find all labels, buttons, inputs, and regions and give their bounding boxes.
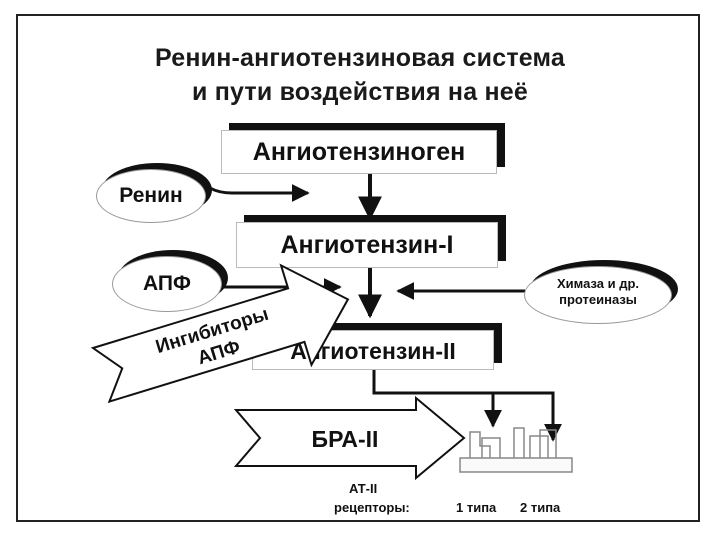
receptor-label-line-1: АТ-II [349, 481, 378, 496]
chymase-label-line-2: протеиназы [559, 292, 637, 307]
oval-ace: АПФ [112, 256, 222, 312]
node-angiotensin-1: Ангиотензин-I [236, 222, 498, 268]
chymase-label-line-1: Химаза и др. [556, 276, 640, 291]
receptor-type-2-label: 2 типа [520, 500, 561, 515]
arrow-to-receptor-type-1 [372, 370, 502, 428]
oval-chymase: Химаза и др. протеиназы [524, 266, 672, 324]
oval-renin: Ренин [96, 169, 206, 223]
slide-frame [16, 14, 700, 522]
node-angiotensinogen: Ангиотензиноген [221, 130, 497, 174]
receptor-label-line-2: рецепторы: [334, 500, 410, 515]
node-angiotensin-2: Ангиотензин-II [252, 330, 494, 370]
arrow-to-receptor-type-2 [374, 391, 562, 442]
arrow-renin [194, 172, 310, 202]
diagram-title-line-1: Ренин-ангиотензиновая система [154, 44, 566, 72]
receptor-type-1-label: 1 типа [456, 500, 497, 515]
diagram-title-line-2: и пути воздействия на неё [191, 78, 528, 106]
